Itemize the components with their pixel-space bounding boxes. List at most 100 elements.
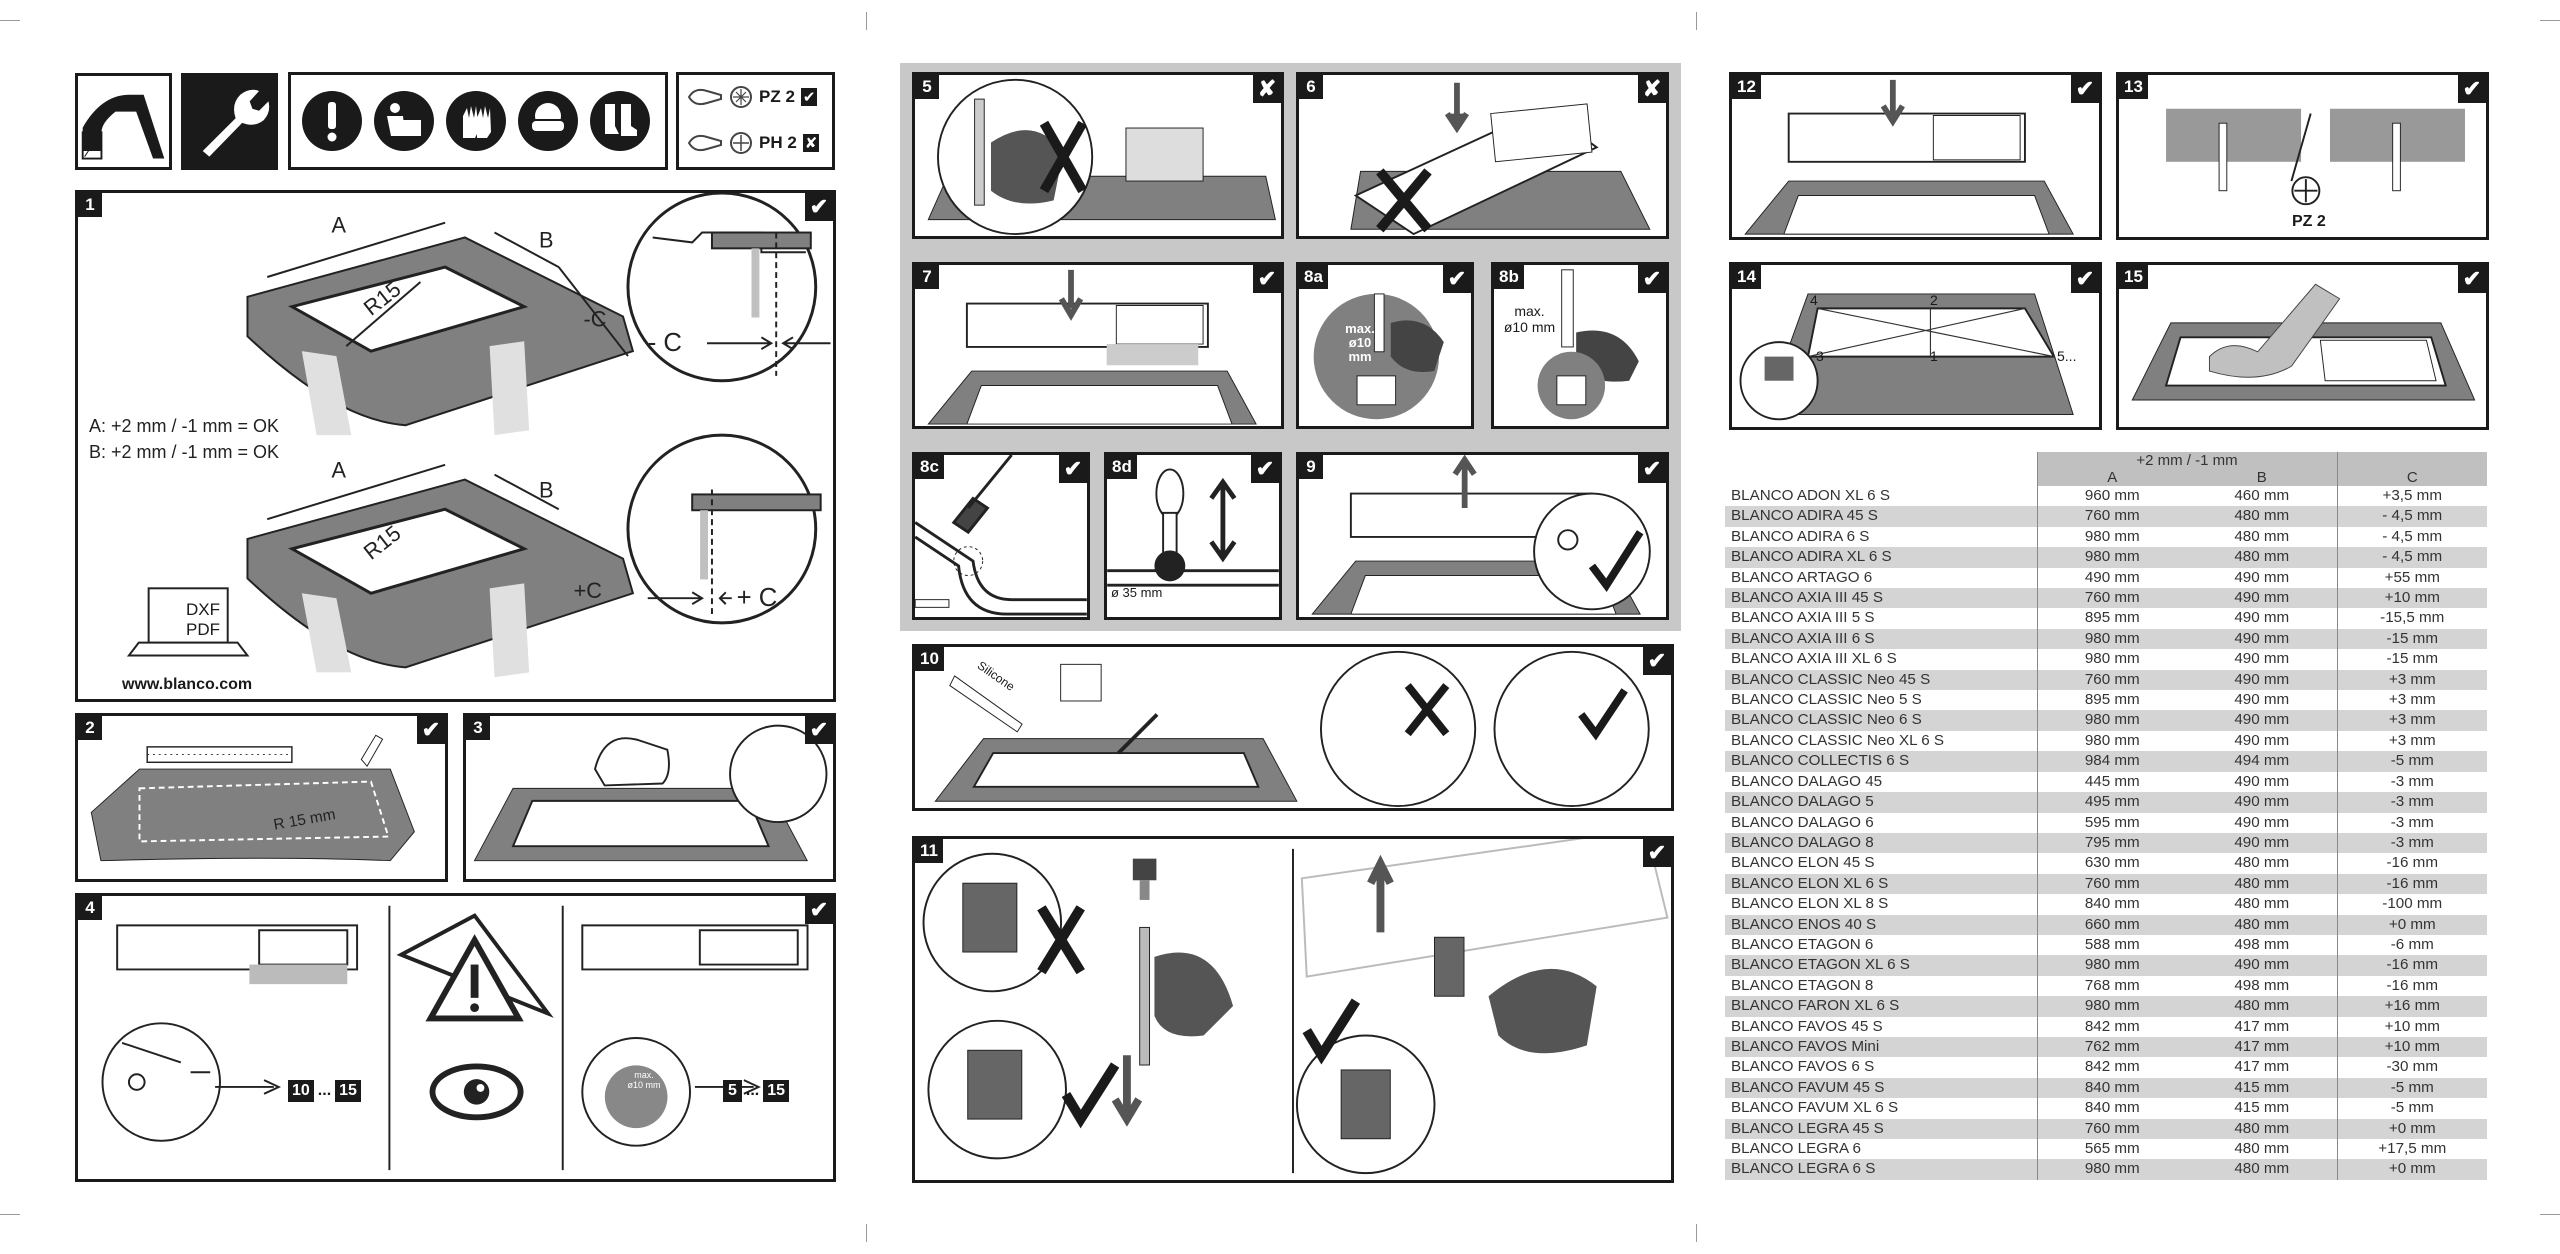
point-label: 5... [2057,348,2077,364]
dimension-a-cell: 895 mm [2036,608,2187,629]
offset-c-cell: -3 mm [2336,792,2487,813]
model-name-cell: BLANCO ADIRA 45 S [1725,506,2037,527]
step-number: 12 [1732,75,1761,99]
dimension-b-cell: 417 mm [2234,1058,2290,1076]
offset-c-cell: +55 mm [2336,567,2487,589]
model-name-cell: BLANCO CLASSIC Neo 6 S [1725,710,2037,731]
dimension-b-cell: 480 mm [2187,914,2337,935]
model-name-cell: BLANCO LEGRA 6 S [1725,1159,2037,1180]
model-name-cell: BLANCO ADIRA XL 6 S [1725,547,2037,568]
offset-c-cell: - 4,5 mm [2336,526,2487,548]
header-blank [1725,452,2037,470]
offset-c-cell: +17,5 mm [2336,1139,2487,1160]
model-name-cell: BLANCO DALAGO 5 [1725,792,2037,813]
step-13-illustration [2166,108,2465,206]
range-end: 15 [763,1080,790,1102]
file-formats: DXF PDF [173,600,233,640]
dimension-b-cell: 490 mm [2187,628,2337,650]
check-icon: ✔ [2458,75,2486,103]
svg-text:+C: +C [574,578,602,603]
dimension-b-cell: 490 mm [2187,710,2337,731]
screwdriver-icon [687,88,722,106]
screw-type-label: PZ 2 [2292,213,2326,230]
step-6-illustration [1350,82,1651,236]
header-blank [1725,470,2037,486]
step-number: 13 [2119,75,2148,99]
max-diameter-label: max.ø10 mm [1502,303,1557,335]
model-name-cell: BLANCO LEGRA 6 [1731,1140,1861,1157]
dimension-a-label: A [331,213,346,238]
offset-c-cell: -5 mm [2336,1098,2487,1119]
dimension-b-cell: 494 mm [2187,751,2337,772]
countertop-icon [75,73,172,170]
dimension-b-cell: 417 mm [2187,1036,2337,1058]
step-number: 5 [915,75,939,99]
range-start: 10 [288,1080,314,1102]
diameter-label: ø10 mm [1503,319,1556,335]
dimension-b-cell: 490 mm [2187,955,2337,976]
offset-c-cell: -30 mm [2336,1057,2487,1078]
model-name-cell: BLANCO ETAGON XL 6 S [1725,955,2037,976]
dxf-label: DXF [186,600,220,619]
offset-c-cell: -16 mm [2336,853,2487,874]
offset-c-cell: +0 mm [2336,1118,2487,1139]
dimension-a-cell: 840 mm [2036,1077,2187,1099]
step-1-illustration: A B R15 -C A B R15 +C - C + C [126,193,831,678]
range-dots: ... [317,1082,332,1099]
dimension-a-cell: 842 mm [2036,1016,2187,1037]
step-10-illustration [934,650,1650,808]
model-name-cell: BLANCO AXIA III 45 S [1725,588,2037,609]
offset-c-cell: -15 mm [2336,649,2487,670]
website-link[interactable]: www.blanco.com [122,676,253,693]
model-name-cell: BLANCO FAVOS 6 S [1731,1058,1875,1076]
dimension-a-cell: 660 mm [2036,914,2187,935]
step-number: 11 [915,839,943,863]
dimension-b-cell: 490 mm [2234,650,2290,668]
model-name-cell: BLANCO ELON 45 S [1731,854,1875,872]
offset-c-cell: +3 mm [2336,690,2487,711]
check-icon: ✔ [805,193,833,221]
check-icon: ✔ [1251,455,1279,483]
hole-diameter-label: ø 35 mm [1111,585,1163,600]
screwdriver-box: PZ 2 ✔ PH 2 ✘ [676,72,835,170]
step-number: 4 [78,896,102,920]
dimension-b-cell: 498 mm [2234,935,2290,953]
check-icon: ✔ [1253,265,1281,293]
step-4-illustration [101,905,809,1171]
step-6-panel: 6 ✘ [1296,72,1669,239]
dimension-b-cell: 480 mm [2234,854,2290,872]
dimension-b-cell: 490 mm [2187,669,2337,691]
point-label: 1 [1930,348,1938,364]
step-11-panel: 11 ✔ [912,836,1674,1183]
model-name-cell: BLANCO AXIA III 6 S [1725,628,2037,650]
model-name-cell: BLANCO ELON XL 8 S [1731,895,1889,913]
screw-row: PH 2 ✘ [687,131,820,155]
model-name-cell: BLANCO CLASSIC Neo 5 S [1731,691,1922,709]
dimension-b-cell: 490 mm [2187,792,2337,813]
check-icon: ✔ [1643,839,1671,867]
dimension-b-cell: 460 mm [2234,487,2290,504]
crop-mark [1696,12,1697,30]
step-15-illustration [2131,283,2476,401]
dimension-a-cell: 760 mm [2036,506,2187,527]
dimension-a-cell: 588 mm [2036,934,2187,956]
dimension-b-cell: 490 mm [2234,568,2290,586]
step-8b-illustration [1537,269,1639,420]
dimension-a-cell: 445 mm [2036,771,2187,793]
dimension-a-cell: 840 mm [2036,1098,2187,1119]
step-2-illustration: R 15 mm [90,734,415,862]
step-number: 14 [1732,265,1761,289]
minus-c-big: - C [648,329,682,357]
step-number: 2 [78,716,102,740]
check-icon: ✔ [1638,455,1666,483]
crop-mark [2540,1214,2560,1215]
dimension-a-cell: 760 mm [2036,873,2187,895]
check-icon: ✔ [805,716,833,744]
